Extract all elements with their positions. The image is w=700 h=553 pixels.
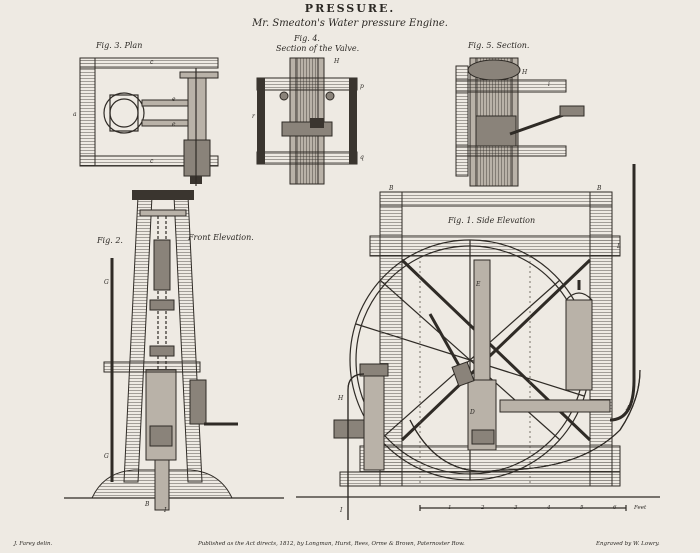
scale-tick-5: 5: [580, 505, 584, 511]
footer-engraver: Engraved by W. Lowry.: [596, 541, 660, 547]
plate-subtitle: Mr. Smeaton's Water pressure Engine.: [252, 18, 448, 29]
svg-text:e: e: [172, 96, 176, 103]
scale-tick-1: 1: [448, 505, 452, 511]
svg-text:H: H: [521, 69, 528, 76]
svg-text:e: e: [172, 121, 176, 128]
svg-text:G: G: [104, 279, 109, 286]
fig4-valve-drawing: H p q r: [252, 57, 364, 185]
svg-text:B: B: [144, 501, 150, 508]
fig1-side-drawing: B B E D A H L I: [296, 164, 660, 520]
fig4-number: Fig. 4.: [294, 34, 320, 43]
plate-title: PRESSURE.: [304, 2, 396, 15]
scale-unit: Feet: [634, 505, 647, 511]
svg-text:r: r: [252, 113, 256, 120]
svg-text:q: q: [360, 154, 364, 161]
fig5-section-drawing: H i: [455, 57, 585, 187]
scale-tick-3: 3: [514, 505, 518, 511]
svg-text:E: E: [475, 281, 481, 288]
scale-tick-6: 6: [613, 505, 617, 511]
svg-text:L: L: [616, 243, 621, 250]
svg-text:B: B: [388, 185, 394, 192]
svg-text:H: H: [337, 395, 344, 402]
fig2-number: Fig. 2.: [97, 236, 123, 245]
fig2-front-drawing: G G B I: [64, 190, 284, 514]
svg-text:c: c: [150, 59, 154, 66]
svg-text:D: D: [469, 409, 475, 416]
svg-text:a: a: [73, 111, 77, 118]
svg-text:I: I: [163, 507, 167, 514]
fig4-caption: Section of the Valve.: [276, 44, 360, 53]
svg-text:I: I: [339, 507, 343, 514]
fig3-plan-drawing: a c c e e: [73, 57, 219, 186]
svg-text:A: A: [625, 405, 631, 412]
fig5-caption: Fig. 5. Section.: [468, 41, 530, 50]
svg-text:G: G: [104, 453, 109, 460]
svg-text:B: B: [596, 185, 602, 192]
svg-text:p: p: [360, 83, 364, 90]
svg-text:c: c: [150, 158, 154, 165]
fig1-caption: Fig. 1. Side Elevation: [448, 216, 536, 225]
scale-tick-4: 4: [547, 505, 551, 511]
footer-draughtsman: J. Farey delin.: [14, 541, 53, 547]
fig2-caption: Front Elevation.: [188, 233, 254, 242]
fig3-caption: Fig. 3. Plan: [96, 41, 143, 50]
svg-text:i: i: [548, 81, 550, 88]
footer-publisher: Published as the Act directs, 1812, by L…: [198, 541, 465, 547]
svg-text:H: H: [333, 58, 340, 65]
scale-tick-2: 2: [481, 505, 485, 511]
